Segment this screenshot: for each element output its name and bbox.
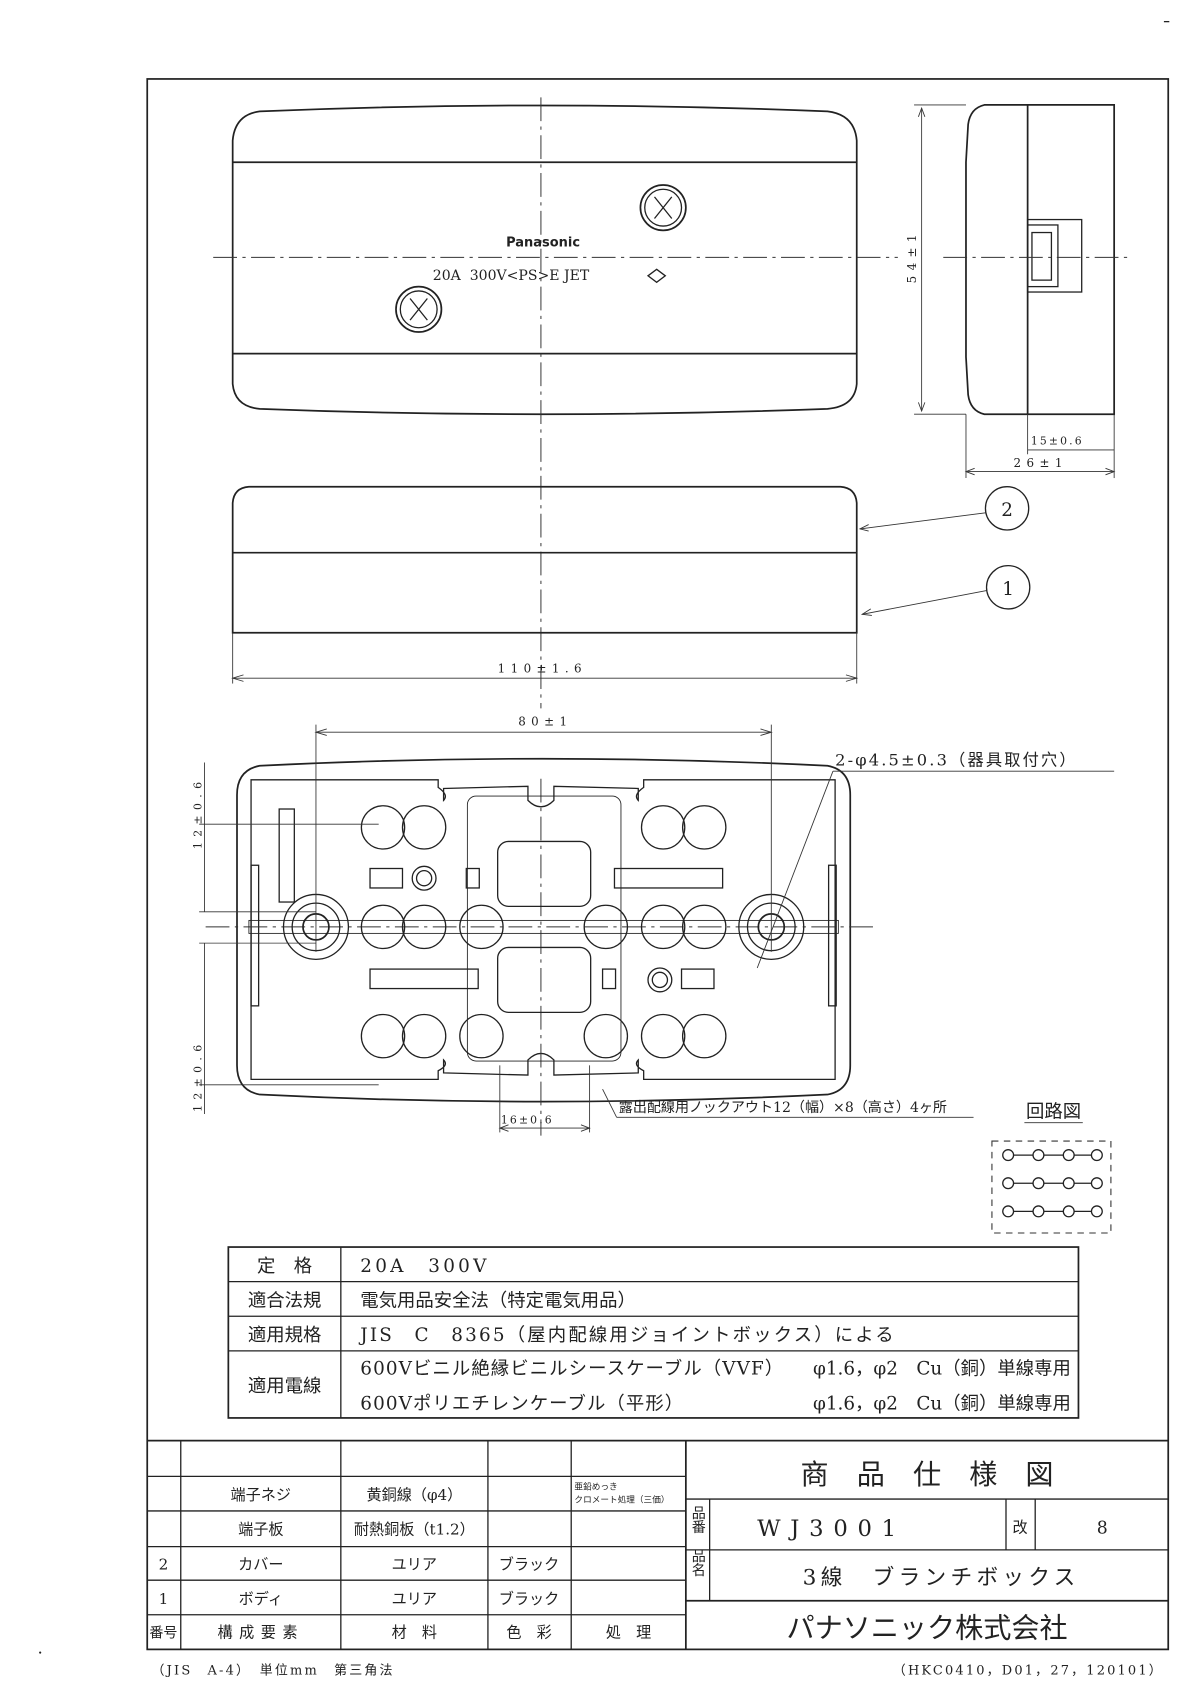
part-treatment: クロメート処理（三価） bbox=[574, 1493, 669, 1505]
spec-value: JIS C 8365（屋内配線用ジョイントボックス）による bbox=[358, 1325, 896, 1346]
spec-value: 20A 300V bbox=[360, 1256, 489, 1277]
total-depth-dimension: 26±1 bbox=[1014, 456, 1068, 470]
part-name: ボディ bbox=[239, 1590, 283, 1608]
rating-mark: 20A 300V<PS>E JET bbox=[433, 268, 590, 284]
header-no: 番号 bbox=[149, 1625, 177, 1641]
terminal-row bbox=[1002, 1149, 1103, 1162]
terminal-row bbox=[1002, 1205, 1103, 1218]
screw-icon bbox=[395, 285, 443, 333]
circuit-label: 回路図 bbox=[1026, 1101, 1081, 1122]
spec-value: 600Vビニル絶縁ビニルシースケーブル（VVF） bbox=[360, 1358, 784, 1380]
balloon-number: 2 bbox=[1001, 500, 1013, 521]
spec-label: 適用電線 bbox=[248, 1376, 321, 1397]
front-view: 2 1 110±1.6 bbox=[231, 485, 1031, 684]
drawing-title: 商 品 仕 様 図 bbox=[801, 1458, 1054, 1491]
part-treatment: 亜鉛めっき bbox=[574, 1480, 617, 1492]
lower-offset-dimension: 12±0.6 bbox=[191, 1039, 204, 1111]
spec-label: 適用規格 bbox=[248, 1325, 321, 1346]
dot-mark bbox=[39, 1651, 42, 1654]
part-color: ブラック bbox=[499, 1555, 560, 1573]
part-material: 耐熱銅板（t1.2） bbox=[354, 1521, 475, 1539]
mount-pitch-dimension: 80±1 bbox=[518, 715, 572, 729]
spec-label: 定 格 bbox=[257, 1256, 312, 1277]
top-view: Panasonic 20A 300V<PS>E JET bbox=[213, 97, 898, 709]
revision-label: 改 bbox=[1012, 1519, 1027, 1537]
side-view: 54±1 15±0.6 26±1 bbox=[905, 104, 1131, 479]
part-no: 2 bbox=[159, 1555, 169, 1573]
height-dimension: 54±1 bbox=[905, 229, 919, 283]
company-name: パナソニック株式会社 bbox=[786, 1611, 1067, 1644]
circuit-diagram: 回路図 bbox=[991, 1101, 1112, 1234]
part-material: ユリア bbox=[392, 1590, 437, 1608]
header-part: 構成要素 bbox=[218, 1623, 304, 1641]
part-no: 1 bbox=[159, 1590, 169, 1608]
spec-value-right: φ1.6，φ2 Cu（銅）単線専用 bbox=[813, 1359, 1071, 1380]
width-dimension: 110±1.6 bbox=[498, 662, 587, 676]
footer-right: （HKC0410，D01，27，120101） bbox=[893, 1663, 1164, 1678]
part-number: WJ3001 bbox=[757, 1516, 906, 1542]
spec-table: 定 格 20A 300V 適合法規 電気用品安全法（特定電気用品） 適用規格 J… bbox=[227, 1246, 1080, 1419]
title-block: 商 品 仕 様 図 品番 WJ3001 改 8 品名 3線 ブランチボックス パ… bbox=[685, 1458, 1169, 1644]
revision-number: 8 bbox=[1097, 1519, 1108, 1539]
part-material: 黄銅線（φ4） bbox=[366, 1486, 462, 1504]
terminal-row bbox=[1002, 1177, 1103, 1190]
brand-logo: Panasonic bbox=[506, 236, 580, 251]
knockout-note: 露出配線用ノックアウト12（幅）×8（高さ）4ヶ所 bbox=[619, 1099, 947, 1116]
part-name: カバー bbox=[238, 1555, 283, 1573]
part-balloon bbox=[984, 486, 1030, 531]
part-balloon bbox=[985, 565, 1031, 610]
part-no-label: 品番 bbox=[690, 1506, 706, 1534]
spec-label: 適合法規 bbox=[248, 1291, 321, 1312]
parts-table: 端子ネジ 黄銅線（φ4） 亜鉛めっき クロメート処理（三価） 端子板 耐熱銅板（… bbox=[147, 1439, 1169, 1650]
spec-value: 電気用品安全法（特定電気用品） bbox=[360, 1291, 636, 1312]
terminal-holes bbox=[360, 795, 727, 1062]
header-color: 色 彩 bbox=[506, 1623, 551, 1641]
part-name: 端子ネジ bbox=[231, 1486, 292, 1504]
part-material: ユリア bbox=[392, 1555, 437, 1573]
balloon-number: 1 bbox=[1002, 579, 1014, 600]
header-treatment: 処 理 bbox=[606, 1623, 651, 1641]
mount-hole-note: 2-φ4.5±0.3（器具取付穴） bbox=[835, 751, 1078, 770]
part-color: ブラック bbox=[499, 1590, 560, 1608]
pse-mark-icon bbox=[646, 268, 667, 284]
header-material: 材 料 bbox=[392, 1623, 437, 1641]
upper-offset-dimension: 12±0.6 bbox=[191, 777, 204, 849]
sheet-border bbox=[146, 78, 1170, 1651]
screw-icon bbox=[639, 184, 687, 232]
bottom-view: 80±1 12±0.6 12±0.6 16±0.6 2-φ4.5±0.3（器具取… bbox=[191, 715, 1115, 1136]
knockout-width-dimension: 16±0.6 bbox=[501, 1114, 554, 1127]
spec-value: 600Vポリエチレンケーブル（平形） bbox=[360, 1392, 684, 1414]
part-name: 端子板 bbox=[238, 1521, 283, 1539]
cover-depth-dimension: 15±0.6 bbox=[1031, 435, 1084, 448]
product-name: 3線 ブランチボックス bbox=[803, 1565, 1080, 1590]
spec-value-right: φ1.6，φ2 Cu（銅）単線専用 bbox=[813, 1393, 1071, 1414]
footer-left: （JIS A-4） 単位mm 第三角法 bbox=[152, 1662, 395, 1678]
product-name-label: 品名 bbox=[690, 1549, 706, 1577]
